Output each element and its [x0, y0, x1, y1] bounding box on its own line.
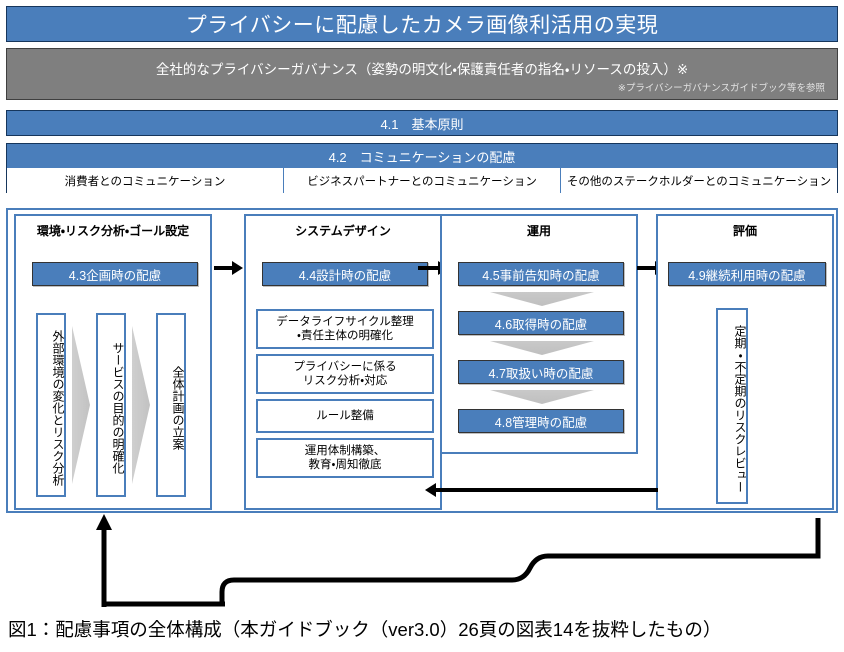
loopback-arrow-head	[96, 514, 112, 530]
phase-4-5: 4.5事前告知時の配慮	[458, 262, 624, 286]
communication-cell-label: その他のステークホルダーとのコミュニケーション	[566, 175, 832, 188]
principle-band: 4.1 基本原則	[6, 110, 838, 136]
design-item-label: プライバシーに係る リスク分析・対応	[293, 360, 397, 387]
main-title-band: プライバシーに配慮したカメラ画像利活用の実現	[6, 6, 838, 42]
planning-item-external-risk: 外部環境の変化とリスク分析	[36, 313, 66, 497]
phase-4-9-label: 4.9継続利用時の配慮	[688, 268, 806, 283]
evaluation-item-risk-review: 定期・不定期のリスクレビュー	[716, 308, 748, 504]
design-item-rules: ルール整備	[256, 399, 434, 433]
phase-4-7: 4.7取扱い時の配慮	[458, 360, 624, 384]
chevron-operation-2	[490, 341, 594, 355]
feedback-arrow-evaluation-to-design	[436, 488, 658, 492]
planning-item-label: 外部環境の変化とリスク分析	[51, 330, 65, 486]
chevron-planning-2	[132, 326, 150, 484]
design-item-operation-system: 運用体制構築、 教育・周知徹底	[256, 438, 434, 478]
column-operation: 運用 4.5事前告知時の配慮 4.6取得時の配慮 4.7取扱い時の配慮 4.8管…	[440, 214, 638, 454]
process-diagram: 環境・リスク分析・ゴール設定 4.3企画時の配慮 外部環境の変化とリスク分析 サ…	[6, 208, 838, 513]
phase-4-5-label: 4.5事前告知時の配慮	[482, 268, 600, 283]
phase-4-7-label: 4.7取扱い時の配慮	[488, 366, 594, 381]
main-title-text: プライバシーに配慮したカメラ画像利活用の実現	[185, 14, 659, 37]
planning-item-label: 全体計画の立案	[171, 366, 185, 450]
column-system-design: システムデザイン 4.4設計時の配慮 データライフサイクル整理 ・責任主体の明確…	[244, 214, 442, 510]
arrow-planning-to-design	[214, 266, 234, 270]
principle-band-label: 4.1 基本原則	[380, 116, 464, 132]
communication-row: 消費者とのコミュニケーション ビジネスパートナーとのコミュニケーション その他の…	[7, 168, 837, 193]
design-item-label: ルール整備	[316, 409, 374, 422]
feedback-arrow-evaluation-to-design-head	[425, 483, 436, 497]
phase-4-4-label: 4.4設計時の配慮	[298, 268, 392, 283]
phase-4-3: 4.3企画時の配慮	[32, 262, 198, 286]
planning-item-overall-plan: 全体計画の立案	[156, 313, 186, 497]
column-planning-title: 環境・リスク分析・ゴール設定	[36, 224, 190, 238]
figure-caption: 図1：配慮事項の全体構成（本ガイドブック（ver3.0）26頁の図表14を抜粋し…	[8, 619, 722, 640]
communication-header-label: 4.2 コミュニケーションの配慮	[328, 149, 516, 165]
phase-4-4: 4.4設計時の配慮	[262, 262, 428, 286]
governance-band: 全社的なプライバシーガバナンス（姿勢の明文化・保護責任者の指名・リソースの投入）…	[6, 48, 838, 100]
design-item-label: 運用体制構築、 教育・周知徹底	[304, 444, 386, 471]
design-item-privacy-risk: プライバシーに係る リスク分析・対応	[256, 354, 434, 394]
chevron-operation-3	[490, 390, 594, 404]
planning-item-label: サービスの目的の明確化	[111, 342, 125, 474]
column-system-design-title: システムデザイン	[295, 224, 391, 238]
phase-4-3-label: 4.3企画時の配慮	[68, 268, 162, 283]
design-item-label: データライフサイクル整理 ・責任主体の明確化	[276, 315, 414, 342]
column-operation-title: 運用	[526, 224, 551, 238]
chevron-planning-1	[72, 326, 90, 484]
design-item-data-lifecycle: データライフサイクル整理 ・責任主体の明確化	[256, 309, 434, 349]
communication-cell-label: 消費者とのコミュニケーション	[64, 175, 226, 188]
governance-footnote: ※プライバシーガバナンスガイドブック等を参照	[617, 83, 825, 94]
arrow-operation-to-evaluation	[637, 266, 657, 270]
governance-text: 全社的なプライバシーガバナンス（姿勢の明文化・保護責任者の指名・リソースの投入）…	[155, 62, 689, 77]
loopback-path	[219, 518, 821, 604]
column-evaluation: 評価 4.9継続利用時の配慮 定期・不定期のリスクレビュー	[656, 214, 834, 510]
chevron-operation-1	[490, 292, 594, 306]
communication-cell-business-partner: ビジネスパートナーとのコミュニケーション	[284, 168, 561, 193]
planning-item-service-purpose: サービスの目的の明確化	[96, 313, 126, 497]
evaluation-item-label: 定期・不定期のリスクレビュー	[733, 325, 747, 493]
phase-4-8-label: 4.8管理時の配慮	[494, 415, 588, 430]
loopback-connector	[96, 514, 821, 607]
phase-4-8: 4.8管理時の配慮	[458, 409, 624, 433]
communication-section: 4.2 コミュニケーションの配慮 消費者とのコミュニケーション ビジネスパートナ…	[6, 143, 838, 193]
column-planning: 環境・リスク分析・ゴール設定 4.3企画時の配慮 外部環境の変化とリスク分析 サ…	[14, 214, 212, 510]
communication-cell-label: ビジネスパートナーとのコミュニケーション	[307, 175, 537, 188]
arrow-planning-to-design-head	[232, 261, 243, 275]
column-evaluation-title: 評価	[732, 224, 757, 238]
phase-4-9: 4.9継続利用時の配慮	[668, 262, 826, 286]
arrow-design-to-operation	[418, 266, 440, 270]
phase-4-6: 4.6取得時の配慮	[458, 311, 624, 335]
communication-header: 4.2 コミュニケーションの配慮	[7, 144, 837, 168]
communication-cell-other-stakeholders: その他のステークホルダーとのコミュニケーション	[561, 168, 837, 193]
phase-4-6-label: 4.6取得時の配慮	[494, 317, 588, 332]
communication-cell-consumer: 消費者とのコミュニケーション	[7, 168, 284, 193]
